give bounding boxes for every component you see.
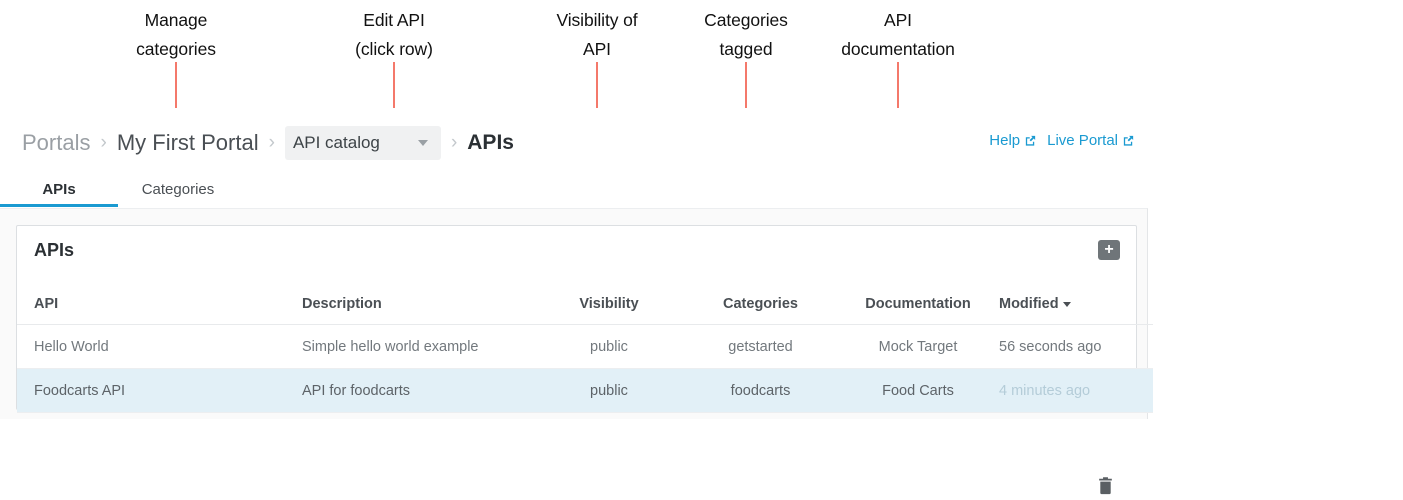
- breadcrumb-separator-icon: ›: [450, 132, 458, 153]
- cell-categories: foodcarts: [684, 368, 837, 413]
- cell-visibility: public: [534, 324, 684, 369]
- app-window: Portals › My First Portal › API catalog …: [0, 108, 1403, 495]
- external-link-icon: [1024, 134, 1037, 147]
- column-header-documentation[interactable]: Documentation: [837, 280, 999, 325]
- live-portal-link-label: Live Portal: [1047, 132, 1118, 149]
- top-links: Help Live Portal: [989, 132, 1135, 149]
- chevron-down-icon: [417, 140, 428, 146]
- catalog-select-label: API catalog: [292, 133, 380, 152]
- breadcrumb-portal-name[interactable]: My First Portal: [116, 130, 259, 155]
- breadcrumb-separator-icon: ›: [100, 132, 107, 153]
- card-title: APIs: [34, 240, 75, 260]
- column-header-modified-label: Modified: [999, 296, 1059, 312]
- tab-categories[interactable]: Categories: [141, 180, 215, 198]
- cell-categories: getstarted: [684, 324, 837, 369]
- screenshot-root: Manage categories Edit API (click row) V…: [0, 10, 1403, 495]
- cell-documentation: Mock Target: [837, 324, 999, 369]
- table-row[interactable]: Hello World Simple hello world example p…: [17, 324, 1153, 369]
- breadcrumb: Portals › My First Portal › API catalog …: [22, 126, 514, 160]
- live-portal-link[interactable]: Live Portal: [1047, 132, 1135, 149]
- cell-modified: 56 seconds ago: [999, 324, 1153, 369]
- tab-bar: APIs Categories: [0, 172, 1403, 208]
- external-link-icon: [1122, 134, 1135, 147]
- help-link[interactable]: Help: [989, 132, 1037, 149]
- table-header-row: API Description Visibility Categories Do…: [17, 280, 1153, 325]
- callout-edit-api: Edit API (click row): [355, 10, 433, 59]
- cell-api: Hello World: [17, 324, 302, 369]
- callout-manage-categories: Manage categories: [136, 10, 216, 59]
- breadcrumb-portals[interactable]: Portals: [22, 130, 91, 155]
- cell-api: Foodcarts API: [17, 368, 302, 413]
- breadcrumb-separator-icon: ›: [268, 132, 275, 153]
- tab-active-indicator: [0, 204, 118, 207]
- column-header-categories[interactable]: Categories: [684, 280, 837, 325]
- callout-visibility-of-api: Visibility of API: [556, 10, 638, 59]
- column-header-modified[interactable]: Modified: [999, 280, 1153, 325]
- callout-api-documentation: API documentation: [841, 10, 955, 59]
- tab-apis[interactable]: APIs: [42, 180, 76, 198]
- help-link-label: Help: [989, 132, 1021, 149]
- cell-documentation: Food Carts: [837, 368, 999, 413]
- plus-icon: +: [1104, 241, 1114, 258]
- add-api-button[interactable]: +: [1098, 240, 1120, 260]
- breadcrumb-current: APIs: [467, 131, 514, 154]
- column-header-description[interactable]: Description: [302, 280, 534, 325]
- cell-visibility: public: [534, 368, 684, 413]
- apis-table: API Description Visibility Categories Do…: [17, 280, 1153, 413]
- cell-description: Simple hello world example: [302, 324, 534, 369]
- catalog-select[interactable]: API catalog: [284, 126, 441, 160]
- column-header-api[interactable]: API: [17, 280, 302, 325]
- cell-description: API for foodcarts: [302, 368, 534, 413]
- sort-descending-icon: [1062, 301, 1071, 307]
- cell-modified: 4 minutes ago: [999, 368, 1153, 413]
- callout-categories-tagged: Categories tagged: [704, 10, 788, 59]
- column-header-visibility[interactable]: Visibility: [534, 280, 684, 325]
- table-row[interactable]: Foodcarts API API for foodcarts public f…: [17, 368, 1153, 413]
- remove-api-button[interactable]: [1097, 476, 1114, 495]
